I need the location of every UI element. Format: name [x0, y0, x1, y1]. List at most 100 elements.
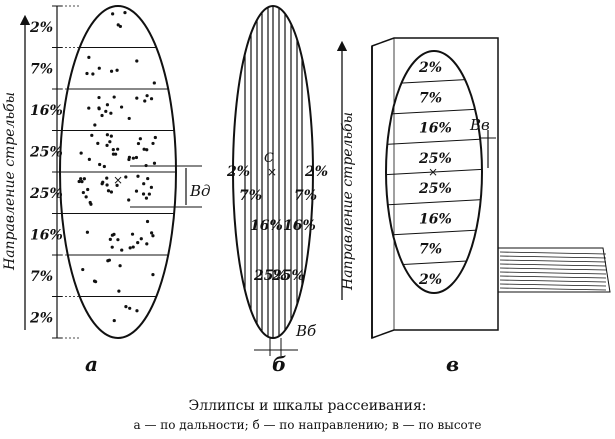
- band-divider-c: [386, 229, 482, 236]
- vd-label: Вд: [189, 182, 211, 200]
- hit-dot: [114, 152, 118, 156]
- b-left-25: 25%: [253, 268, 287, 284]
- hit-dot: [110, 245, 114, 249]
- hit-dot: [100, 113, 104, 118]
- hit-dot: [87, 157, 91, 161]
- hit-dot: [135, 59, 139, 63]
- band-label-a: 16%: [30, 227, 63, 243]
- hatch-line: [499, 279, 607, 283]
- hit-dot: [115, 68, 119, 72]
- hit-dot: [116, 238, 120, 242]
- band-divider-c: [386, 138, 482, 146]
- band-label-c: 25%: [418, 181, 452, 197]
- ground-plane: [497, 247, 611, 293]
- hit-dot: [141, 192, 146, 196]
- band-divider-c: [386, 259, 482, 267]
- hit-dot: [142, 147, 146, 151]
- hit-dot: [109, 111, 113, 115]
- hit-dot: [112, 95, 116, 99]
- b-left-16: 16%: [250, 218, 283, 234]
- band-labels-c: 2%7%16%25%25%16%7%2%: [418, 60, 452, 288]
- dispersion-ellipse-c: [385, 50, 483, 294]
- band-label-a: 25%: [29, 186, 63, 202]
- hit-dot: [84, 195, 88, 199]
- band-labels-a: 2%7%16%25%25%16%7%2%: [29, 20, 63, 327]
- direction-label-a: Направление стрельбы: [2, 92, 18, 271]
- hit-dot: [79, 151, 83, 155]
- hit-dot: [81, 267, 85, 272]
- hit-dot: [124, 175, 128, 179]
- hit-dot: [153, 135, 157, 140]
- hit-dot: [90, 133, 94, 137]
- hit-dot: [94, 280, 98, 284]
- hit-dot: [96, 141, 100, 145]
- hit-dot: [105, 183, 109, 187]
- band-label-c: 2%: [418, 60, 442, 76]
- hit-dot: [97, 107, 101, 111]
- hit-dot: [81, 190, 85, 195]
- hit-dot: [136, 241, 140, 245]
- center-label-b: С: [264, 151, 274, 166]
- band-label-a: 25%: [29, 144, 63, 160]
- hatch-line: [499, 283, 607, 287]
- b-right-25: 25%: [271, 268, 305, 284]
- panel-letter-b: б: [272, 352, 286, 376]
- hit-dot: [131, 156, 135, 160]
- band-label-c: 16%: [419, 121, 452, 137]
- hit-dot: [138, 137, 142, 141]
- panel-b: С × 2% 7% 16% 25% 2% 7% 16% 25% Вб Напра…: [226, 5, 356, 376]
- hit-dot: [98, 162, 102, 167]
- hit-dot: [134, 155, 139, 160]
- hit-dot: [147, 192, 151, 196]
- hit-dot: [97, 66, 101, 70]
- band-divider-c: [386, 108, 482, 115]
- hit-dot: [102, 164, 106, 169]
- hit-dot: [87, 55, 91, 60]
- hit-dot: [149, 97, 154, 101]
- hit-dot: [80, 180, 84, 184]
- band-label-c: 7%: [419, 90, 442, 106]
- center-mark-a: ×: [113, 173, 123, 187]
- panel-letter-c: в: [446, 352, 459, 376]
- hit-dot: [124, 305, 128, 309]
- panel-letter-a: а: [85, 352, 98, 376]
- hit-dot: [123, 11, 127, 15]
- b-left-7: 7%: [239, 188, 262, 204]
- band-label-c: 2%: [418, 272, 442, 288]
- hit-dot: [131, 245, 135, 249]
- b-right-16: 16%: [283, 218, 316, 234]
- hit-dot: [119, 105, 124, 109]
- band-label-a: 2%: [29, 310, 53, 326]
- vv-label: Вв: [469, 116, 490, 134]
- hit-dot: [136, 141, 141, 146]
- dispersion-ellipse-b: [232, 5, 314, 339]
- hit-dot: [111, 147, 115, 152]
- band-label-a: 16%: [30, 103, 63, 119]
- hit-dot: [127, 157, 131, 162]
- band-divider-c: [386, 198, 482, 206]
- hatch-line: [499, 267, 607, 271]
- hit-dot: [145, 94, 149, 98]
- hit-dot: [91, 72, 95, 76]
- hit-dot: [145, 219, 150, 224]
- figure-caption-title: Эллипсы и шкалы рассеивания:: [188, 398, 427, 414]
- figure-caption-subtitle: а — по дальности; б — по направлению; в …: [133, 418, 482, 432]
- hit-dot: [105, 176, 109, 180]
- hit-dot: [151, 234, 155, 238]
- hit-dot: [112, 318, 116, 323]
- hit-dot: [130, 232, 135, 236]
- hit-dot: [87, 106, 91, 110]
- direction-label-b: Направление стрельбы: [340, 112, 356, 291]
- hit-dot: [152, 81, 156, 85]
- hit-dot: [109, 69, 114, 73]
- hit-dot: [145, 148, 149, 152]
- band-label-a: 7%: [30, 269, 53, 285]
- dispersion-ellipse-a: [59, 5, 177, 339]
- band-label-a: 7%: [30, 61, 53, 77]
- hit-dot: [118, 264, 122, 268]
- hit-dot: [151, 141, 155, 146]
- band-label-c: 16%: [419, 211, 452, 227]
- hit-dot: [144, 196, 149, 200]
- hit-dot: [108, 237, 112, 241]
